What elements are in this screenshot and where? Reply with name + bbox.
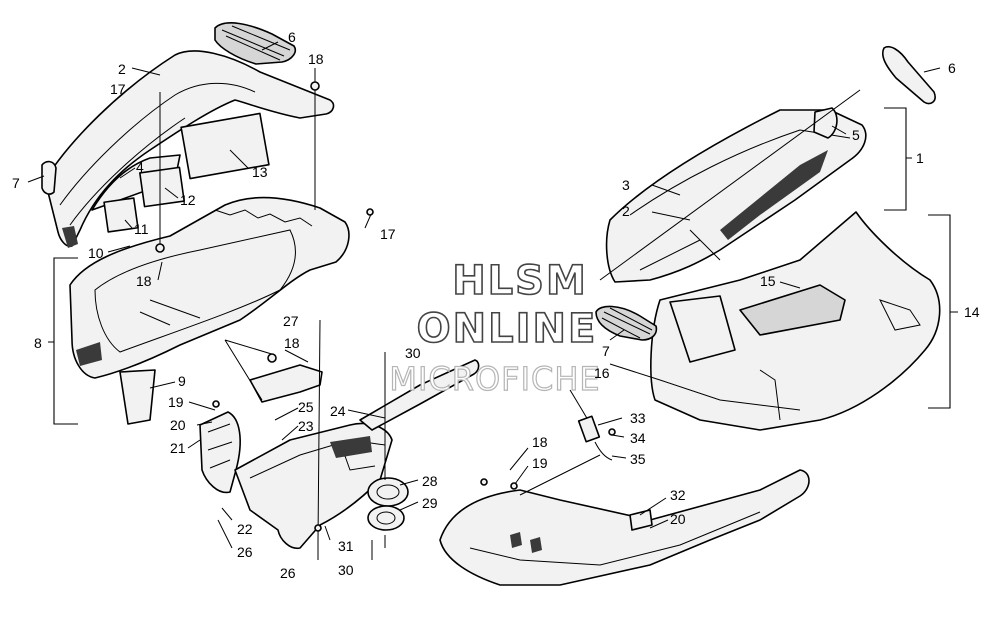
callout-17: 17 bbox=[110, 81, 126, 97]
callout-18: 18 bbox=[308, 51, 324, 67]
watermark-line-1: HLSM bbox=[452, 258, 588, 304]
support-plate-27 bbox=[249, 364, 323, 403]
callout-7: 7 bbox=[602, 343, 610, 359]
bracket-group-14 bbox=[928, 214, 958, 409]
callout-21: 21 bbox=[170, 440, 186, 456]
callout-27: 27 bbox=[283, 313, 299, 329]
callout-20: 20 bbox=[670, 511, 686, 527]
lower-pan-left bbox=[234, 422, 393, 550]
callout-26: 26 bbox=[280, 565, 296, 581]
headlight-bezel bbox=[41, 160, 57, 195]
callout-24: 24 bbox=[330, 403, 346, 419]
decal-sheet-9 bbox=[119, 369, 156, 425]
callout-labels: 6 18 2 17 4 13 7 12 11 17 10 18 8 9 27 1… bbox=[12, 29, 980, 581]
callout-19: 19 bbox=[532, 455, 548, 471]
support-rod-24 bbox=[359, 359, 480, 431]
watermark-line-3: MICROFICHE bbox=[389, 360, 600, 398]
callout-30: 30 bbox=[338, 562, 354, 578]
callout-2: 2 bbox=[118, 61, 126, 77]
callout-11: 11 bbox=[134, 221, 149, 237]
bracket-group-1 bbox=[884, 107, 912, 211]
callout-6: 6 bbox=[948, 60, 956, 76]
callout-35: 35 bbox=[630, 451, 646, 467]
watermark-line-2: ONLINE bbox=[417, 306, 598, 352]
callout-18: 18 bbox=[136, 273, 152, 289]
callout-19: 19 bbox=[168, 394, 184, 410]
hardware-fasteners bbox=[155, 81, 616, 532]
callout-13: 13 bbox=[252, 164, 268, 180]
callout-20: 20 bbox=[170, 417, 186, 433]
callout-26: 26 bbox=[237, 544, 253, 560]
headlight-lens-panel bbox=[91, 112, 270, 233]
callout-12: 12 bbox=[180, 192, 196, 208]
callout-1: 1 bbox=[916, 150, 924, 166]
callout-2: 2 bbox=[622, 203, 630, 219]
callout-23: 23 bbox=[298, 418, 314, 434]
callout-15: 15 bbox=[760, 273, 776, 289]
side-bracket-21 bbox=[199, 411, 241, 494]
windshield-trim-6 bbox=[881, 46, 936, 105]
side-panel-right bbox=[650, 211, 941, 431]
callout-31: 31 bbox=[338, 538, 354, 554]
callout-34: 34 bbox=[630, 430, 646, 446]
callout-33: 33 bbox=[630, 410, 646, 426]
callout-16: 16 bbox=[594, 365, 610, 381]
cable-33 bbox=[569, 389, 613, 461]
bracket-group-8 bbox=[48, 257, 78, 425]
hood-upper-left bbox=[44, 22, 335, 248]
callout-5: 5 bbox=[852, 127, 860, 143]
callout-10: 10 bbox=[88, 245, 104, 261]
hood-upper-right bbox=[605, 107, 867, 283]
callout-4: 4 bbox=[136, 159, 144, 175]
watermark: HLSM ONLINE MICROFICHE bbox=[389, 257, 600, 398]
nose-pan-left bbox=[69, 196, 350, 379]
callout-17: 17 bbox=[380, 226, 396, 242]
callout-29: 29 bbox=[422, 495, 438, 511]
callout-9: 9 bbox=[178, 373, 186, 389]
belly-pan-right bbox=[439, 469, 810, 586]
callout-6: 6 bbox=[288, 29, 296, 45]
callout-32: 32 bbox=[670, 487, 686, 503]
callout-25: 25 bbox=[298, 399, 314, 415]
callout-7: 7 bbox=[12, 175, 20, 191]
callout-18: 18 bbox=[284, 335, 300, 351]
callout-30: 30 bbox=[405, 345, 421, 361]
leader-lines bbox=[27, 41, 941, 560]
callout-8: 8 bbox=[34, 335, 42, 351]
callout-22: 22 bbox=[237, 521, 253, 537]
callout-14: 14 bbox=[964, 304, 980, 320]
vent-grille-7 bbox=[595, 305, 658, 341]
callout-3: 3 bbox=[622, 177, 630, 193]
exhaust-gasket-28-29 bbox=[367, 477, 409, 531]
callout-18: 18 bbox=[532, 434, 548, 450]
callout-28: 28 bbox=[422, 473, 438, 489]
